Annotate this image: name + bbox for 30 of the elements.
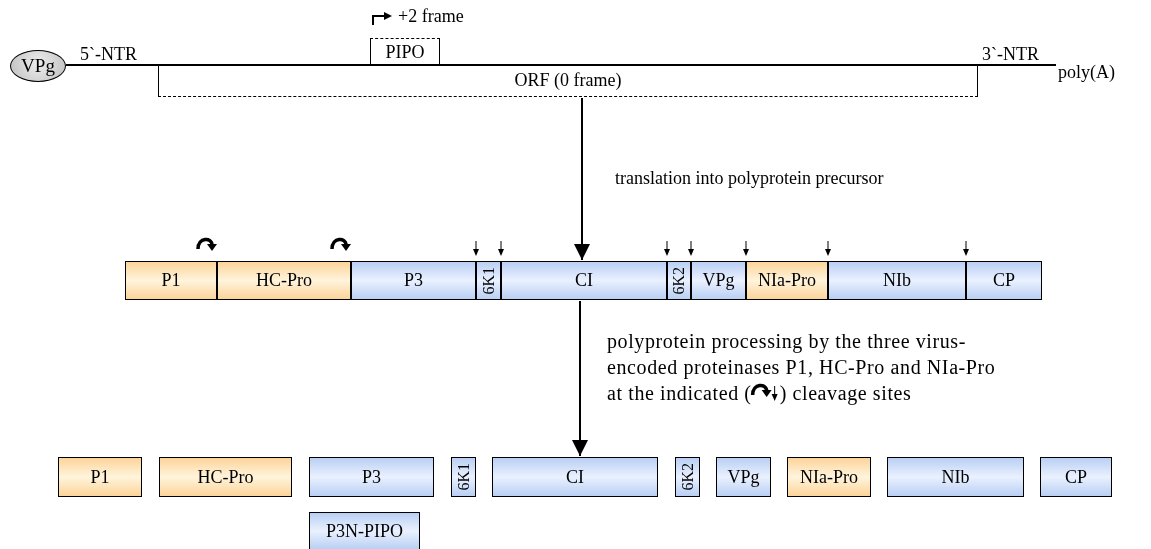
protein-segment: NIa-Pro: [787, 457, 871, 497]
arrow: [572, 300, 588, 457]
protein-segment: VPg: [716, 457, 771, 497]
frame-label: +2 frame: [398, 6, 464, 27]
protein-segment: HC-Pro: [159, 457, 292, 497]
protein-segment: NIb: [887, 457, 1024, 497]
orf-box: ORF (0 frame): [158, 65, 978, 97]
protein-segment: P1: [125, 261, 217, 300]
protein-segment: CI: [501, 261, 667, 300]
protein-segment: NIb: [828, 261, 966, 300]
protein-segment: NIa-Pro: [746, 261, 828, 300]
region-label: 5`-NTR: [80, 44, 137, 65]
protein-segment: HC-Pro: [217, 261, 351, 300]
protein-ellipse: VPg: [10, 50, 66, 82]
region-label: 3`-NTR: [982, 44, 1039, 65]
protein-segment: CP: [1040, 457, 1112, 497]
protein-segment: 6K1: [451, 457, 476, 497]
protein-segment: P1: [58, 457, 142, 497]
protein-segment: VPg: [691, 261, 746, 300]
protein-segment: P3N-PIPO: [309, 512, 420, 549]
protein-segment: CP: [966, 261, 1042, 300]
orf-box: PIPO: [370, 38, 440, 65]
tail-label: poly(A): [1058, 62, 1115, 83]
arrow: [574, 97, 590, 261]
protein-segment: CI: [492, 457, 658, 497]
protein-segment: 6K2: [675, 457, 700, 497]
protein-segment: 6K1: [476, 261, 501, 300]
protein-segment: P3: [309, 457, 434, 497]
protein-segment: P3: [351, 261, 476, 300]
protein-segment: 6K2: [667, 261, 691, 300]
